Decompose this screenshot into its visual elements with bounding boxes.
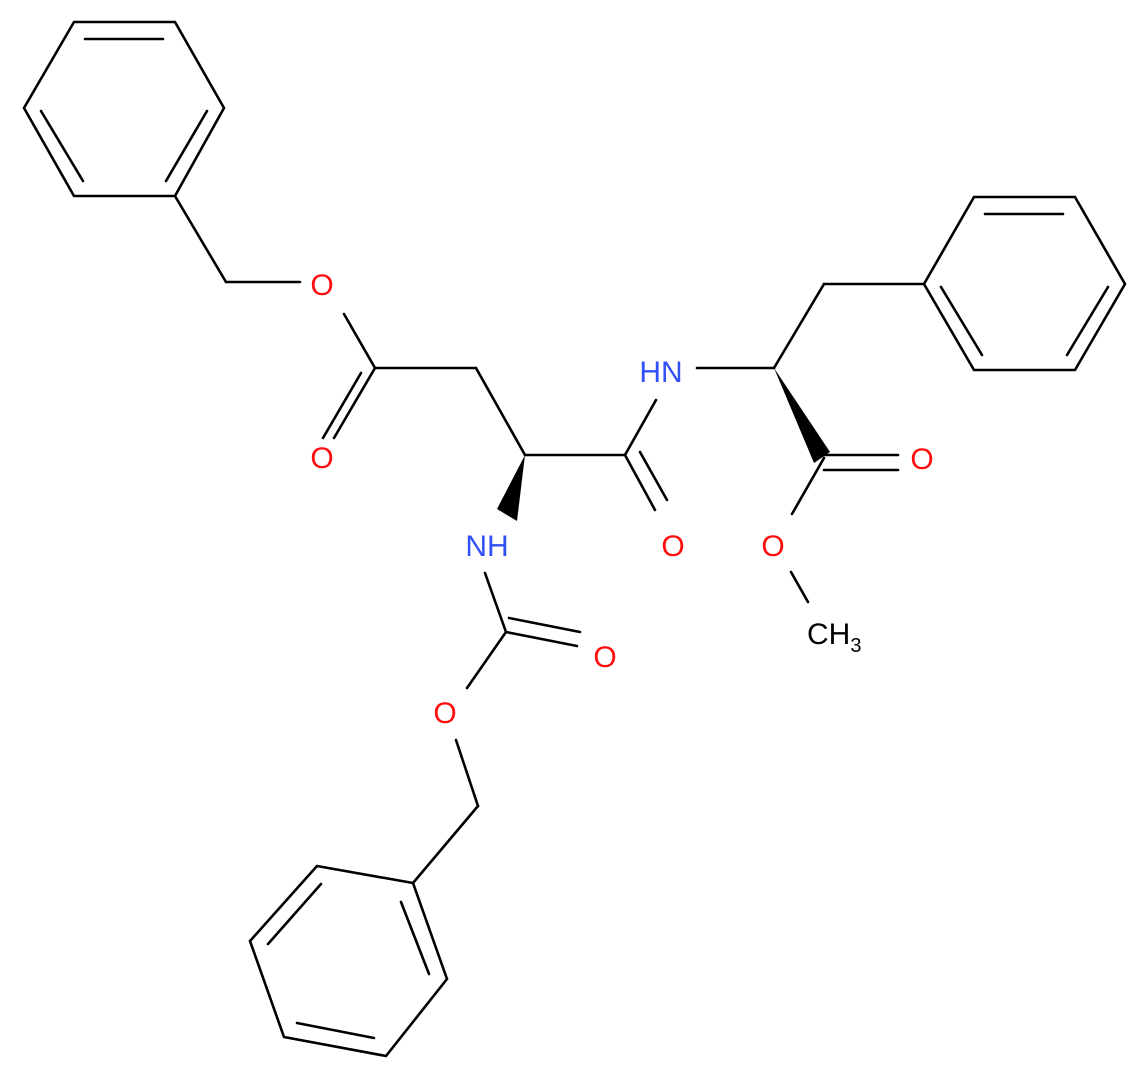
stereo-wedge-phe: [774, 368, 830, 463]
oxygen-label: O: [310, 269, 333, 302]
benzyl-ester-chain: [173, 194, 527, 457]
benzene-ring-right: [922, 195, 1127, 372]
phenylalanine-backbone: [695, 282, 926, 604]
benzene-ring-top-left: [22, 20, 226, 198]
nitrogen-label: NH: [465, 530, 508, 563]
aspartyl-backbone: [497, 398, 669, 521]
benzene-ring-bottom: [248, 864, 449, 1058]
stereo-wedge-asp: [497, 455, 525, 521]
methyl-text: CH: [807, 618, 850, 651]
methyl-subscript: 3: [850, 635, 861, 657]
oxygen-label: O: [661, 530, 684, 563]
oxygen-label: O: [910, 443, 933, 476]
carbamate-group: [411, 571, 582, 885]
methyl-label: CH3: [807, 618, 861, 657]
oxygen-label: O: [310, 442, 333, 475]
nitrogen-label: HN: [639, 356, 682, 389]
oxygen-label: O: [761, 530, 784, 563]
oxygen-label: O: [433, 697, 456, 730]
oxygen-label: O: [593, 641, 616, 674]
